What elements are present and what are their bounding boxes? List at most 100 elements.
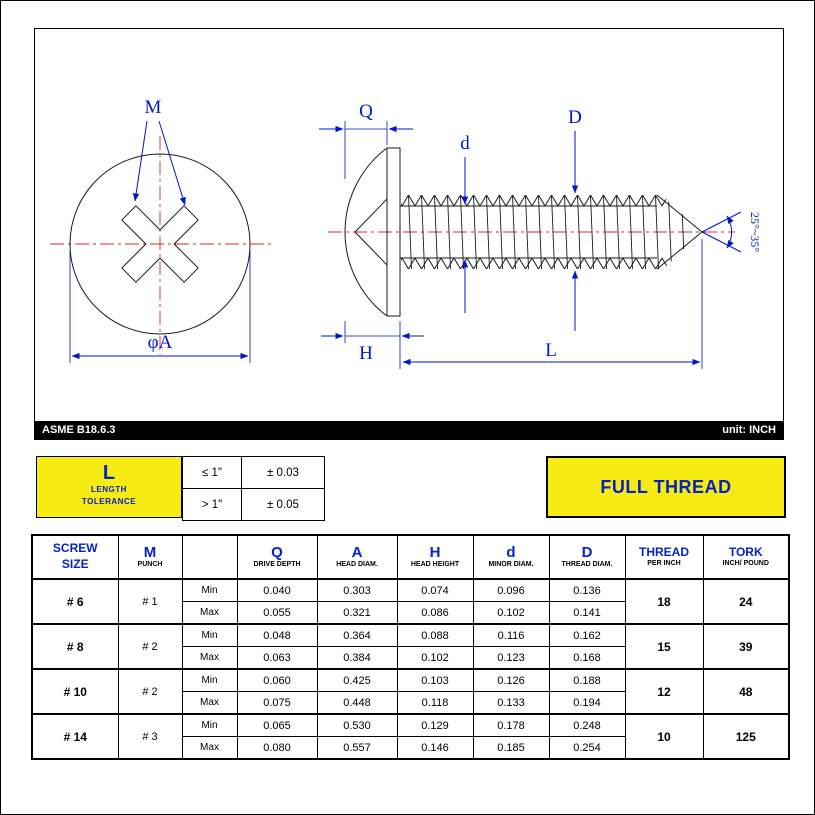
label-d-minor: d — [460, 133, 470, 154]
cell-screw-size: # 6 — [31, 578, 119, 625]
cell-punch: # 2 — [117, 668, 183, 715]
length-tolerance-box: L LENGTH TOLERANCE — [36, 456, 182, 518]
tolerance-letter: L — [102, 462, 116, 484]
label-q: Q — [359, 101, 373, 122]
cell-tork: 48 — [702, 668, 790, 715]
spec-cell: 0.557 — [316, 736, 398, 760]
col-header-q: Q DRIVE DEPTH — [236, 534, 318, 580]
unit-label: unit: INCH — [722, 424, 776, 436]
col-header-d-minor: d MINOR DIAM. — [472, 534, 550, 580]
cell-minmax: Min — [181, 623, 238, 647]
col-header-d-major: D THREAD DIAM. — [548, 534, 626, 580]
full-thread-banner: FULL THREAD — [546, 456, 786, 518]
spec-cell: 0.096 — [472, 578, 550, 602]
spec-cell: 0.123 — [472, 646, 550, 670]
spec-cell: 0.178 — [472, 713, 550, 737]
label-m: M — [145, 97, 162, 118]
spec-cell: 0.116 — [472, 623, 550, 647]
dim-l: L — [402, 239, 703, 369]
spec-cell: 0.146 — [396, 736, 474, 760]
spec-cell: 0.055 — [236, 601, 318, 625]
spec-cell: 0.364 — [316, 623, 398, 647]
leader-line — [158, 120, 186, 206]
spec-table: SCREW SIZE M PUNCH Q DRIVE DEPTH A HEAD … — [31, 534, 790, 760]
leader-line — [132, 120, 148, 202]
spec-cell: 0.088 — [396, 623, 474, 647]
cell-thread-per-inch: 10 — [624, 713, 704, 760]
tolerance-value: ± 0.05 — [241, 488, 325, 521]
dim-tip-angle: 25°~35° — [701, 211, 762, 253]
cell-minmax: Max — [181, 736, 238, 760]
spec-cell: 0.448 — [316, 691, 398, 715]
col-header-m-punch: M PUNCH — [117, 534, 183, 580]
spec-cell: 0.133 — [472, 691, 550, 715]
length-tolerance-group: L LENGTH TOLERANCE ≤ 1" ± 0.03 > 1" ± 0.… — [36, 456, 325, 521]
spec-cell: 0.321 — [316, 601, 398, 625]
table-row: # 6 # 1 Min 0.040 0.303 0.074 0.096 0.13… — [31, 578, 790, 625]
spec-cell: 0.188 — [548, 668, 626, 692]
table-row: # 10 # 2 Min 0.060 0.425 0.103 0.126 0.1… — [31, 668, 790, 715]
recess-depth-profile — [354, 198, 388, 266]
table-row: # 14 # 3 Min 0.065 0.530 0.129 0.178 0.2… — [31, 713, 790, 760]
table-header-row: SCREW SIZE M PUNCH Q DRIVE DEPTH A HEAD … — [31, 534, 790, 580]
col-header-tork: TORK INCH/ POUND — [702, 534, 790, 580]
col-header-thread: THREAD PER INCH — [624, 534, 704, 580]
spec-cell: 0.194 — [548, 691, 626, 715]
label-phi-a: φA — [148, 332, 173, 353]
cell-thread-per-inch: 18 — [624, 578, 704, 625]
spec-cell: 0.185 — [472, 736, 550, 760]
spec-cell: 0.063 — [236, 646, 318, 670]
spec-cell: 0.103 — [396, 668, 474, 692]
tolerance-value: ± 0.03 — [241, 456, 325, 489]
cell-minmax: Min — [181, 713, 238, 737]
col-header-h: H HEAD HEIGHT — [396, 534, 474, 580]
spec-cell: 0.129 — [396, 713, 474, 737]
table-row: ≤ 1" ± 0.03 — [182, 456, 325, 489]
table-row: Max 0.063 0.384 0.102 0.123 0.168 — [32, 646, 789, 670]
spec-cell: 0.102 — [396, 646, 474, 670]
table-row: > 1" ± 0.05 — [182, 488, 325, 521]
spec-cell: 0.425 — [316, 668, 398, 692]
cell-punch: # 3 — [117, 713, 183, 760]
cell-minmax: Min — [181, 578, 238, 602]
table-row: Max 0.075 0.448 0.118 0.133 0.194 — [32, 691, 789, 715]
cell-punch: # 1 — [117, 578, 183, 625]
spec-cell: 0.162 — [548, 623, 626, 647]
title-bar: ASME B18.6.3 unit: INCH — [35, 421, 783, 439]
spec-cell: 0.141 — [548, 601, 626, 625]
spec-cell: 0.303 — [316, 578, 398, 602]
head-outline-circle — [69, 153, 251, 335]
angle-flank-line — [701, 211, 742, 233]
spec-cell: 0.060 — [236, 668, 318, 692]
label-d-major: D — [568, 107, 582, 128]
spec-cell: 0.048 — [236, 623, 318, 647]
head-front-view — [50, 136, 271, 355]
screw-technical-drawing: M φA — [50, 97, 762, 369]
cell-tork: 24 — [702, 578, 790, 625]
table-row: Max 0.080 0.557 0.146 0.185 0.254 — [32, 736, 789, 760]
tolerance-table: ≤ 1" ± 0.03 > 1" ± 0.05 — [182, 456, 325, 521]
table-row: Max 0.055 0.321 0.086 0.102 0.141 — [32, 601, 789, 625]
spec-cell: 0.384 — [316, 646, 398, 670]
angle-arc — [726, 215, 734, 249]
drawing-frame: M φA — [34, 28, 784, 440]
spec-cell: 0.530 — [316, 713, 398, 737]
col-header-screw-size: SCREW SIZE — [31, 534, 119, 580]
spec-cell: 0.040 — [236, 578, 318, 602]
angle-flank-line — [701, 231, 742, 253]
dim-q: Q — [319, 101, 413, 179]
spec-cell: 0.136 — [548, 578, 626, 602]
cell-thread-per-inch: 12 — [624, 668, 704, 715]
phillips-recess — [121, 205, 199, 283]
table-row: # 8 # 2 Min 0.048 0.364 0.088 0.116 0.16… — [31, 623, 790, 670]
tolerance-title-line1: LENGTH — [91, 485, 127, 494]
cell-minmax: Max — [181, 646, 238, 670]
spec-table-section: SCREW SIZE M PUNCH Q DRIVE DEPTH A HEAD … — [31, 534, 790, 760]
cell-minmax: Max — [181, 601, 238, 625]
dim-m: M — [132, 97, 186, 206]
spec-cell: 0.086 — [396, 601, 474, 625]
cell-screw-size: # 14 — [31, 713, 119, 760]
cell-screw-size: # 8 — [31, 623, 119, 670]
screw-head-profile — [344, 147, 401, 317]
